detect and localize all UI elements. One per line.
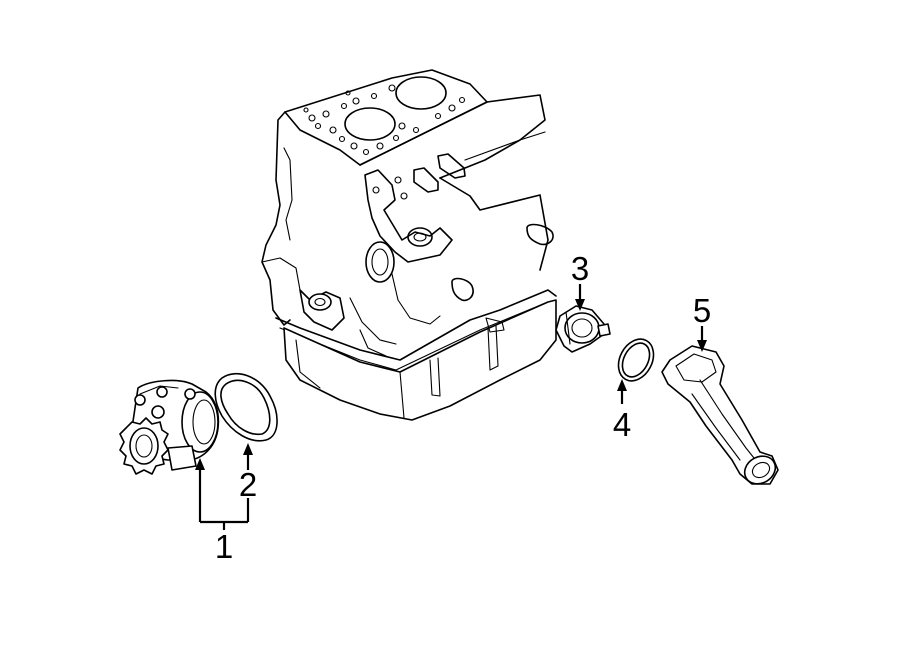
thermostat-housing-icon bbox=[661, 345, 779, 485]
callout-5-label: 5 bbox=[693, 292, 711, 329]
thermostat-seal-ring-icon bbox=[617, 338, 655, 382]
engine-block-icon bbox=[261, 69, 557, 421]
callout-4-label: 4 bbox=[613, 406, 631, 443]
callout-3-label: 3 bbox=[571, 250, 589, 287]
callout-1-label: 1 bbox=[215, 528, 233, 565]
thermostat-icon bbox=[555, 305, 611, 353]
callout-4-leader bbox=[617, 379, 627, 404]
water-pump-icon bbox=[119, 379, 220, 475]
callout-2-label: 2 bbox=[239, 466, 257, 503]
callout-5-leader bbox=[697, 326, 707, 352]
pump-gasket-icon bbox=[214, 372, 278, 442]
callout-1-leader bbox=[195, 458, 248, 530]
callout-2-leader bbox=[243, 443, 253, 522]
callout-3-leader bbox=[575, 284, 585, 311]
